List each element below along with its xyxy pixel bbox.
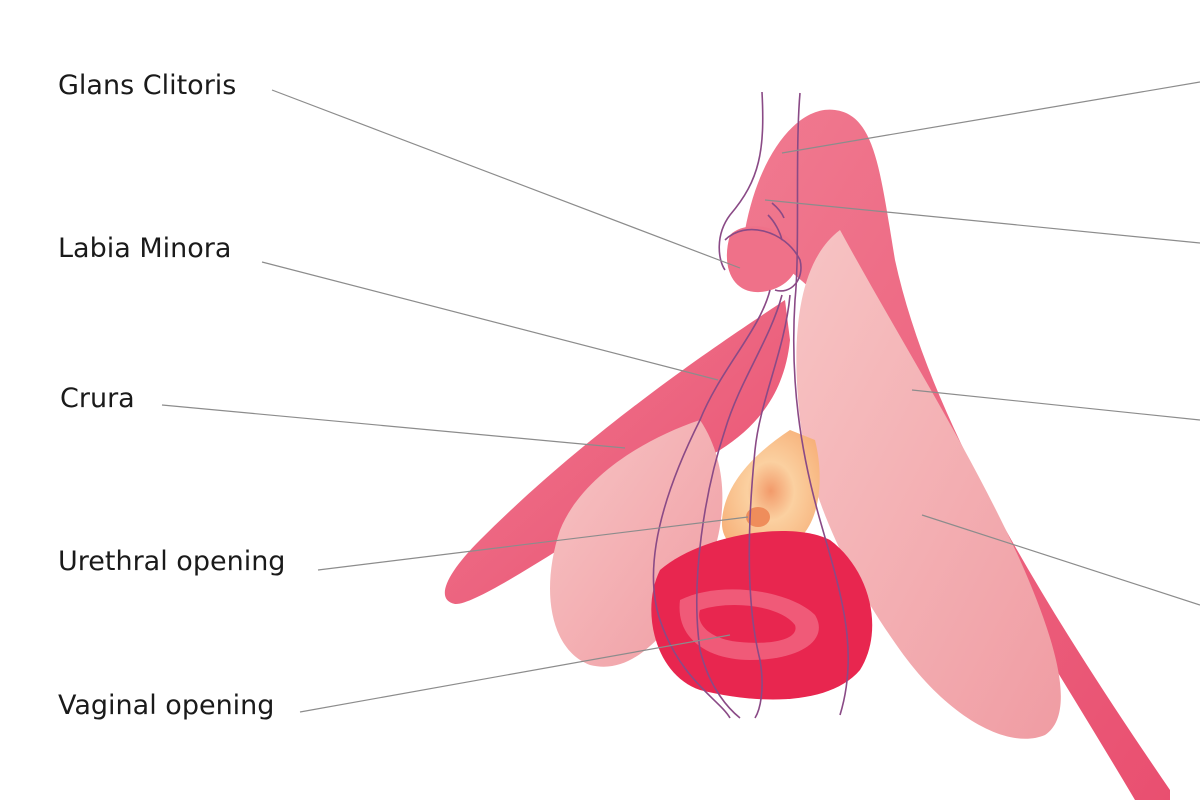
label-glans-clitoris: Glans Clitoris (58, 70, 237, 101)
label-labia-minora: Labia Minora (58, 233, 232, 264)
nerve-lines (652, 91, 850, 719)
label-urethral-opening: Urethral opening (58, 546, 286, 577)
label-crura: Crura (60, 383, 135, 414)
glans (726, 226, 799, 293)
label-vaginal-opening: Vaginal opening (58, 690, 275, 721)
leader-lines (161, 81, 1200, 713)
right-bulb (796, 230, 1061, 739)
urethral-region (721, 430, 820, 552)
